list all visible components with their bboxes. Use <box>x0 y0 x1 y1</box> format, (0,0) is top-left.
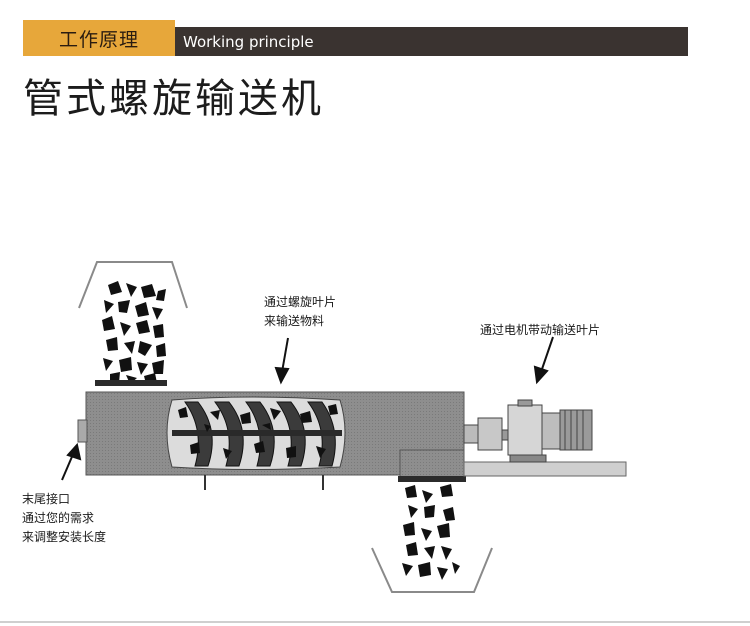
screw-blades <box>184 401 336 467</box>
bottom-rule <box>0 621 750 623</box>
inlet-material <box>102 281 166 384</box>
header-tab: 工作原理 <box>23 20 175 56</box>
header-tab-label: 工作原理 <box>58 28 139 51</box>
blade-annotation: 通过螺旋叶片 来输送物料 <box>264 293 336 331</box>
motor-annotation-line: 通过电机带动输送叶片 <box>480 323 601 337</box>
outlet-hopper <box>371 547 493 593</box>
tail-annotation-line: 通过您的需求 <box>22 511 95 525</box>
tail-annotation: 末尾接口 通过您的需求 来调整安装长度 <box>22 490 106 547</box>
support-legs <box>204 475 324 490</box>
tube-material <box>178 404 338 459</box>
tail-annotation-line: 来调整安装长度 <box>22 530 107 544</box>
outlet-chute <box>399 449 465 479</box>
blade-annotation-line: 通过螺旋叶片 <box>264 295 337 309</box>
blade-annotation-line: 来输送物料 <box>264 314 325 328</box>
header-subtitle: Working principle <box>183 33 314 51</box>
tail-annotation-line: 末尾接口 <box>22 492 71 506</box>
motor-annotation: 通过电机带动输送叶片 <box>480 321 600 340</box>
inlet-hopper <box>78 261 188 309</box>
annotation-arrows <box>61 336 554 481</box>
drive-platform <box>463 461 627 477</box>
page-title: 管式螺旋输送机 <box>23 76 324 122</box>
drive-motor <box>463 399 593 463</box>
outlet-material <box>402 484 460 580</box>
tail-interface <box>77 419 88 443</box>
